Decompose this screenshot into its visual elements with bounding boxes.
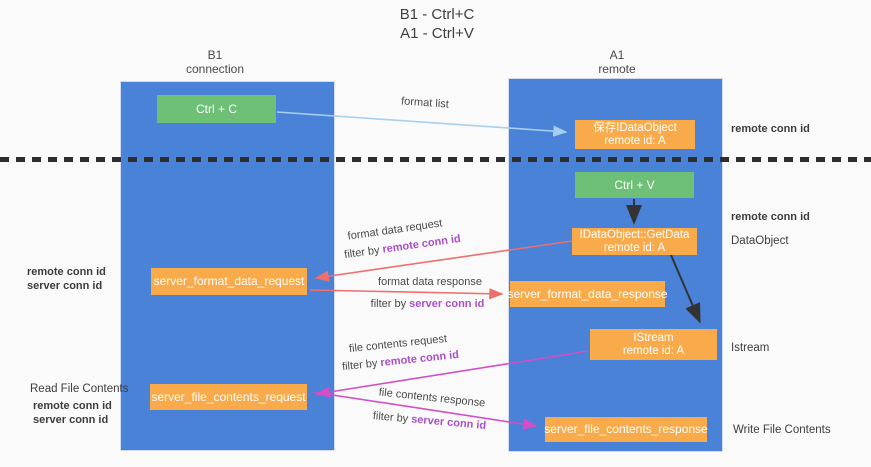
filter-by-text: filter by — [343, 243, 384, 262]
label-remote-conn-id-left-bottom: remote conn id — [33, 400, 112, 412]
label-remote-conn-id-top-right: remote conn id — [731, 123, 810, 135]
lane-a1-title: A1 — [609, 48, 625, 62]
server-format-data-request-label: server_format_data_request — [153, 274, 305, 288]
ctrl-v-label: Ctrl + V — [614, 178, 655, 192]
istream-line1: IStream — [633, 331, 674, 344]
node-server-file-contents-response: server_file_contents_response — [544, 417, 708, 442]
diagram-title-line1: B1 - Ctrl+C — [399, 6, 475, 23]
server-file-contents-response-label: server_file_contents_response — [544, 422, 708, 436]
getdata-line2: remote id: A — [603, 241, 666, 254]
node-save-idataobject: 保存IDataObject remote id: A — [575, 120, 695, 149]
label-write-file-contents: Write File Contents — [733, 424, 831, 436]
label-filter-server-2: filter by server conn id — [362, 409, 498, 433]
node-ctrl-c: Ctrl + C — [157, 95, 276, 123]
label-read-file-contents: Read File Contents — [30, 383, 129, 395]
server-format-data-response-label: server_format_data_response — [507, 286, 668, 301]
server-file-contents-request-label: server_file_contents_request — [151, 389, 306, 404]
istream-line2: remote id: A — [622, 344, 685, 357]
lane-b1-subtitle: connection — [185, 62, 245, 76]
remote-conn-id-text: remote conn id — [381, 232, 462, 256]
label-remote-conn-id-mid-right: remote conn id — [731, 211, 810, 223]
server-conn-id-text: server conn id — [409, 298, 485, 310]
lane-header-a1: A1 remote — [537, 48, 697, 76]
diagram-title-line2: A1 - Ctrl+V — [400, 25, 474, 42]
label-server-conn-id-left-mid: server conn id — [27, 280, 103, 292]
lane-b1-title: B1 — [207, 48, 223, 62]
node-ctrl-v: Ctrl + V — [575, 172, 694, 198]
node-istream: IStream remote id: A — [590, 329, 717, 360]
label-istream: Istream — [731, 342, 770, 354]
filter-by-text: filter by — [341, 357, 382, 374]
node-server-format-data-request: server_format_data_request — [151, 268, 307, 295]
label-server-conn-id-left-bottom: server conn id — [33, 414, 109, 426]
getdata-line1: IDataObject::GetData — [579, 228, 690, 241]
label-file-contents-response: file contents response — [378, 386, 486, 410]
save-idataobject-line1: 保存IDataObject — [593, 121, 677, 134]
label-format-data-response: format data response — [378, 276, 482, 288]
label-dataobject: DataObject — [731, 235, 789, 247]
ctrl-c-label: Ctrl + C — [195, 102, 237, 116]
clipboard-boundary-dashed-line — [0, 157, 871, 162]
arrow-format-data-response — [309, 288, 504, 300]
node-idataobject-getdata: IDataObject::GetData remote id: A — [572, 228, 697, 255]
filter-by-text: filter by — [370, 298, 410, 310]
server-conn-id-text: server conn id — [410, 413, 487, 432]
label-remote-conn-id-left-mid: remote conn id — [27, 266, 106, 278]
node-server-format-data-response: server_format_data_response — [507, 281, 668, 307]
lane-a1-subtitle: remote — [598, 62, 636, 76]
lane-header-b1: B1 connection — [135, 48, 295, 76]
remote-conn-id-text: remote conn id — [379, 348, 460, 370]
filter-by-text: filter by — [372, 410, 412, 426]
save-idataobject-line2: remote id: A — [604, 134, 666, 147]
label-filter-server-1: filter by server conn id — [360, 298, 495, 310]
node-server-file-contents-request: server_file_contents_request — [150, 384, 307, 410]
label-format-list: format list — [400, 95, 450, 111]
